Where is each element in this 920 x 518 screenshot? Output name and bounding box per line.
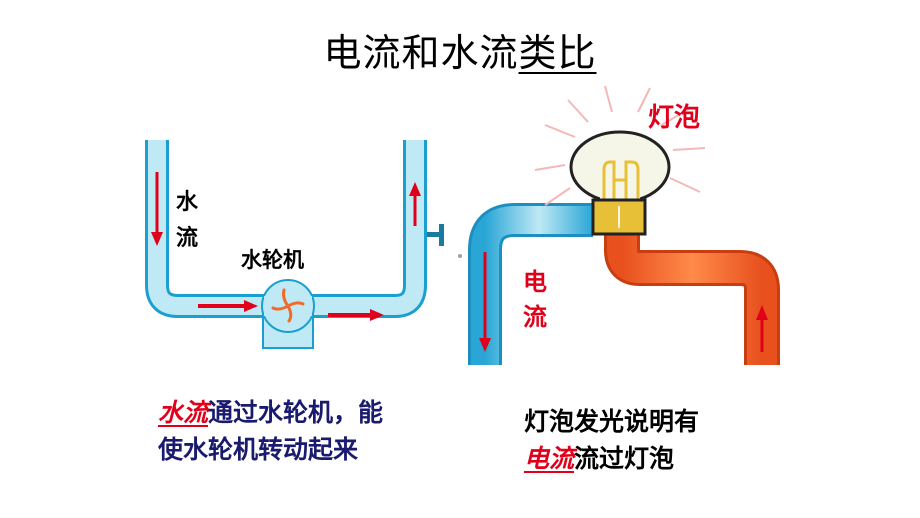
left-caption: 水流通过水轮机，能 使水轮机转动起来 xyxy=(158,394,383,468)
water-flow-label-char2: 流 xyxy=(176,226,199,251)
left-caption-line2: 使水轮机转动起来 xyxy=(158,435,359,464)
valve-icon xyxy=(427,224,444,246)
wire-cold xyxy=(468,203,593,365)
left-caption-rest: 通过水轮机，能 xyxy=(208,398,384,427)
arrow-down-icon xyxy=(479,252,491,352)
left-caption-emphasis: 水流 xyxy=(158,398,209,427)
water-flow-label-char1: 水 xyxy=(176,190,199,215)
right-caption: 灯泡发光说明有 电流流过灯泡 xyxy=(524,403,699,477)
arrow-up-icon xyxy=(409,182,421,226)
separator-dot xyxy=(458,254,462,258)
current-label-char1: 电 xyxy=(523,268,547,296)
current-arrows xyxy=(479,252,768,352)
title-underlined: 类比 xyxy=(518,31,597,75)
arrow-right-icon xyxy=(198,300,258,312)
current-label-char2: 流 xyxy=(523,303,547,331)
left-caption-line1: 水流通过水轮机，能 xyxy=(158,394,383,431)
light-rays xyxy=(534,85,706,206)
turbine-label: 水轮机 xyxy=(241,248,304,272)
page-title: 电流和水流类比 xyxy=(0,22,920,77)
right-caption-emphasis: 电流 xyxy=(524,444,575,473)
wire-hot xyxy=(604,230,780,365)
arrow-down-icon xyxy=(151,172,163,246)
turbine-icon xyxy=(261,279,315,349)
lightbulb-icon xyxy=(569,130,671,236)
arrow-up-icon xyxy=(756,305,768,352)
arrow-right-icon xyxy=(328,309,384,321)
right-caption-rest: 流过灯泡 xyxy=(574,444,675,473)
bulb-label: 灯泡 xyxy=(648,103,701,133)
water-flow-arrows xyxy=(151,172,421,321)
right-caption-line2: 电流流过灯泡 xyxy=(524,440,699,477)
right-caption-line1: 灯泡发光说明有 xyxy=(524,407,700,436)
title-main: 电流和水流 xyxy=(323,31,519,75)
